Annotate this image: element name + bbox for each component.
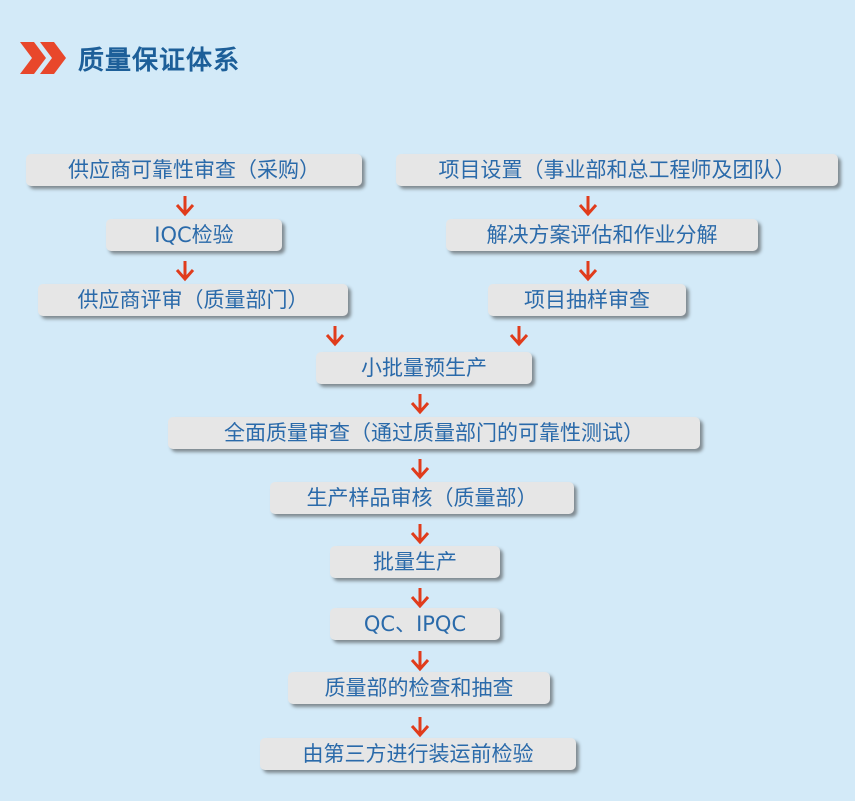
node-supplier-reliability: 供应商可靠性审查（采购） xyxy=(26,154,362,186)
arrow-audit-to-mass xyxy=(410,522,430,544)
node-sample-audit: 生产样品审核（质量部） xyxy=(270,482,574,514)
arrow-iqc-to-review xyxy=(175,259,195,281)
node-supplier-review: 供应商评审（质量部门） xyxy=(38,284,348,316)
node-small-batch: 小批量预生产 xyxy=(316,352,532,384)
node-solution-eval: 解决方案评估和作业分解 xyxy=(446,219,758,251)
arrow-review-to-batch xyxy=(325,324,345,346)
node-inspection: 质量部的检查和抽查 xyxy=(288,672,550,704)
node-iqc: IQC检验 xyxy=(106,219,282,251)
node-sample-review: 项目抽样审查 xyxy=(488,284,686,316)
node-full-quality: 全面质量审查（通过质量部门的可靠性测试） xyxy=(168,417,700,449)
arrow-batch-to-full xyxy=(410,392,430,414)
arrow-supplier-to-iqc xyxy=(175,194,195,216)
arrow-qc-to-inspection xyxy=(410,649,430,671)
arrow-solution-to-sample xyxy=(578,259,598,281)
node-mass-production: 批量生产 xyxy=(330,546,500,578)
double-chevron-right-icon xyxy=(20,42,66,74)
arrow-full-to-audit xyxy=(410,457,430,479)
arrow-sample-to-batch xyxy=(509,324,529,346)
arrow-setup-to-solution xyxy=(578,194,598,216)
node-project-setup: 项目设置（事业部和总工程师及团队） xyxy=(396,154,838,186)
arrow-inspection-to-third xyxy=(410,715,430,737)
arrow-mass-to-qc xyxy=(410,586,430,608)
section-header: 质量保证体系 xyxy=(20,40,240,76)
node-third-party: 由第三方进行装运前检验 xyxy=(260,738,576,770)
page-title: 质量保证体系 xyxy=(78,45,241,76)
node-qc-ipqc: QC、IPQC xyxy=(330,608,500,640)
